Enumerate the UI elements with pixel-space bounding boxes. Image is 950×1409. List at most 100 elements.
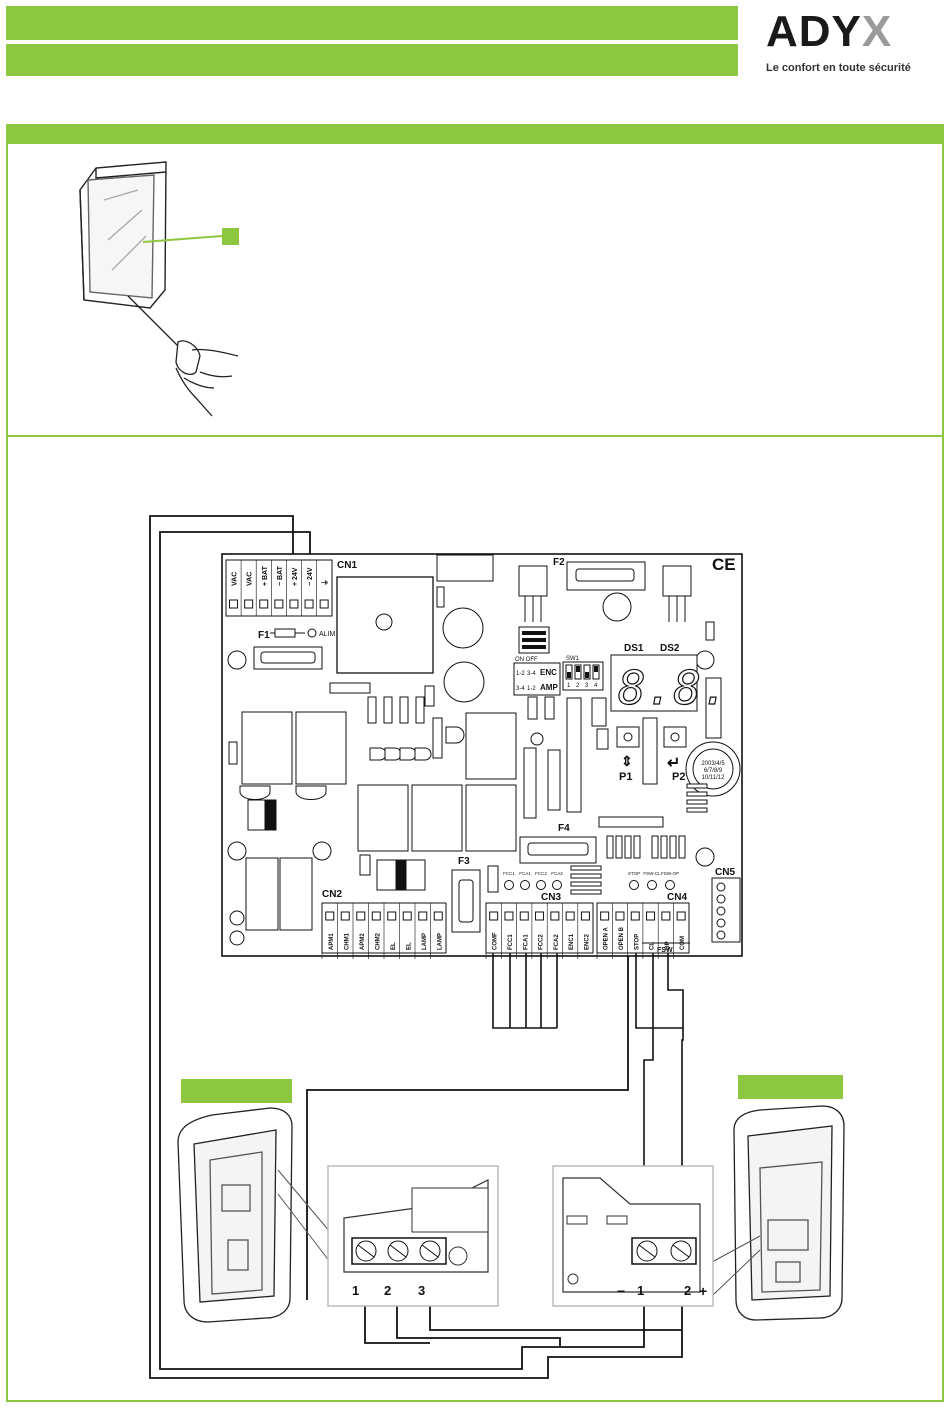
cn5-label: CN5 <box>715 867 735 878</box>
cn1-terminal-label: − 24V <box>307 567 314 586</box>
cn3-screw-2 <box>504 911 514 921</box>
dip-row-label: 3-4 <box>516 686 525 692</box>
display-ds1-label: DS1 <box>624 643 644 654</box>
cn3-screw-6 <box>565 911 575 921</box>
cn4-terminal-label: CL <box>650 942 656 950</box>
screwdriver-hand-illustration <box>127 295 239 417</box>
cn1-screw-4 <box>274 599 284 609</box>
limit-switch-wires <box>492 953 684 1029</box>
cn2-screw-3 <box>356 911 366 921</box>
cn3-terminal-label: ENC1 <box>569 933 575 950</box>
cn2-screw-8 <box>433 911 443 921</box>
receiver-zoom: − 1 2 + <box>552 1165 714 1307</box>
header-bar-top <box>6 6 738 40</box>
cn1-terminal-label: VAC <box>247 572 254 586</box>
cn4-led <box>665 880 675 890</box>
date-stamp: 2003/4/5 6/7/8/9 10/11/12 <box>685 741 741 797</box>
cn3-led <box>536 880 546 890</box>
transmitter-zoom: 1 2 3 <box>327 1165 499 1307</box>
section-header-bar <box>6 124 944 144</box>
cn3-terminal-label: FCA2 <box>554 934 560 950</box>
svg-text:6/7/8/9: 6/7/8/9 <box>704 768 723 774</box>
cn2-screw-7 <box>418 911 428 921</box>
cn2-terminal-label: CHM2 <box>375 932 381 950</box>
seven-segment-display: DS1 DS2 8.8. <box>610 643 729 716</box>
cn1-screw-6 <box>304 599 314 609</box>
svg-text:10/11/12: 10/11/12 <box>702 775 726 781</box>
housing-illustration <box>79 161 167 309</box>
receiver-terminal-2: 2 <box>684 1283 691 1298</box>
cn1-terminal-label: ⏚ <box>321 579 329 586</box>
receiver-terminal-1: 1 <box>637 1283 644 1298</box>
cn4-led-label: STOP <box>628 871 640 876</box>
transmitter-terminal-2: 2 <box>384 1283 391 1298</box>
cn2-screw-4 <box>371 911 381 921</box>
cn3-terminal-label: FCC2 <box>539 934 545 950</box>
cn1-screw-3 <box>259 599 269 609</box>
cn3-screw-3 <box>519 911 529 921</box>
brand-wordmark: ADYX <box>766 7 893 56</box>
cn3-led <box>504 880 514 890</box>
header-bar-bottom <box>6 44 738 76</box>
dip-switch-number: 3 <box>585 683 589 689</box>
cn4-screw-2 <box>615 911 625 921</box>
fuse-f4-label: F4 <box>558 823 570 834</box>
brand-tagline: Le confort en toute sécurité <box>766 62 911 74</box>
display-digits: 8.8. <box>618 661 729 715</box>
transmitter-terminal-3: 3 <box>418 1283 425 1298</box>
button-p1-label: P1 <box>619 771 632 783</box>
fuse-f3-label: F3 <box>458 856 470 867</box>
cn2-screw-1 <box>325 911 335 921</box>
receiver-photocell <box>733 1105 845 1321</box>
cn4-led <box>629 880 639 890</box>
dip-row-label: 1-2 <box>516 671 525 677</box>
callout-marker <box>222 228 239 245</box>
callout-line <box>142 235 223 243</box>
cn3-led <box>552 880 562 890</box>
cn4-terminal-label: OPEN B <box>619 926 625 950</box>
cn4-led <box>647 880 657 890</box>
cn4-label: CN4 <box>667 892 687 903</box>
dip-row-label: 3-4 <box>527 671 536 677</box>
receiver-caption-bar <box>738 1075 843 1099</box>
button-p2-label: P2 <box>672 771 685 783</box>
section-divider <box>6 435 944 437</box>
cn1-screw-5 <box>289 599 299 609</box>
cn4-terminal-label: STOP <box>634 934 640 950</box>
cn1-screw-7 <box>319 599 329 609</box>
cn1-terminal-label: + 24V <box>292 567 299 586</box>
receiver-polarity-minus: − <box>617 1283 625 1299</box>
cn3-led-label: FCC2 <box>535 871 547 876</box>
fsw-label: FSW <box>657 947 673 954</box>
cn3-led <box>520 880 530 890</box>
dip-switch-number: 1 <box>567 683 571 689</box>
cn3-terminal-label: FCC1 <box>508 934 514 950</box>
cn4-screw-6 <box>676 911 686 921</box>
receiver-polarity-plus: + <box>699 1283 707 1299</box>
cn1-terminal-label: + BAT <box>262 565 269 586</box>
enc-label: ENC <box>540 668 557 677</box>
cn2-label: CN2 <box>322 889 342 900</box>
cn2-terminal-label: LAMP <box>437 933 443 950</box>
cn1-label: CN1 <box>337 560 357 571</box>
cn4-screw-1 <box>600 911 610 921</box>
amp-label: AMP <box>540 683 558 692</box>
dip-switch-number: 4 <box>594 683 598 689</box>
cn3-led-label: FCC1 <box>503 871 515 876</box>
cn4-terminal-label: OP <box>665 941 671 950</box>
cn4-screw-4 <box>646 911 656 921</box>
cn3-terminal-label: FCA1 <box>523 934 529 950</box>
dip-switch-number: 2 <box>576 683 580 689</box>
updown-arrow-icon: ⇕ <box>621 753 633 769</box>
cn4-screw-5 <box>661 911 671 921</box>
ce-mark: CE <box>712 555 736 574</box>
cn4-led-label: FSW-CL <box>643 871 661 876</box>
fuse-f2-label: F2 <box>553 557 565 568</box>
display-ds2-label: DS2 <box>660 643 680 654</box>
cn1-screw-2 <box>244 599 254 609</box>
